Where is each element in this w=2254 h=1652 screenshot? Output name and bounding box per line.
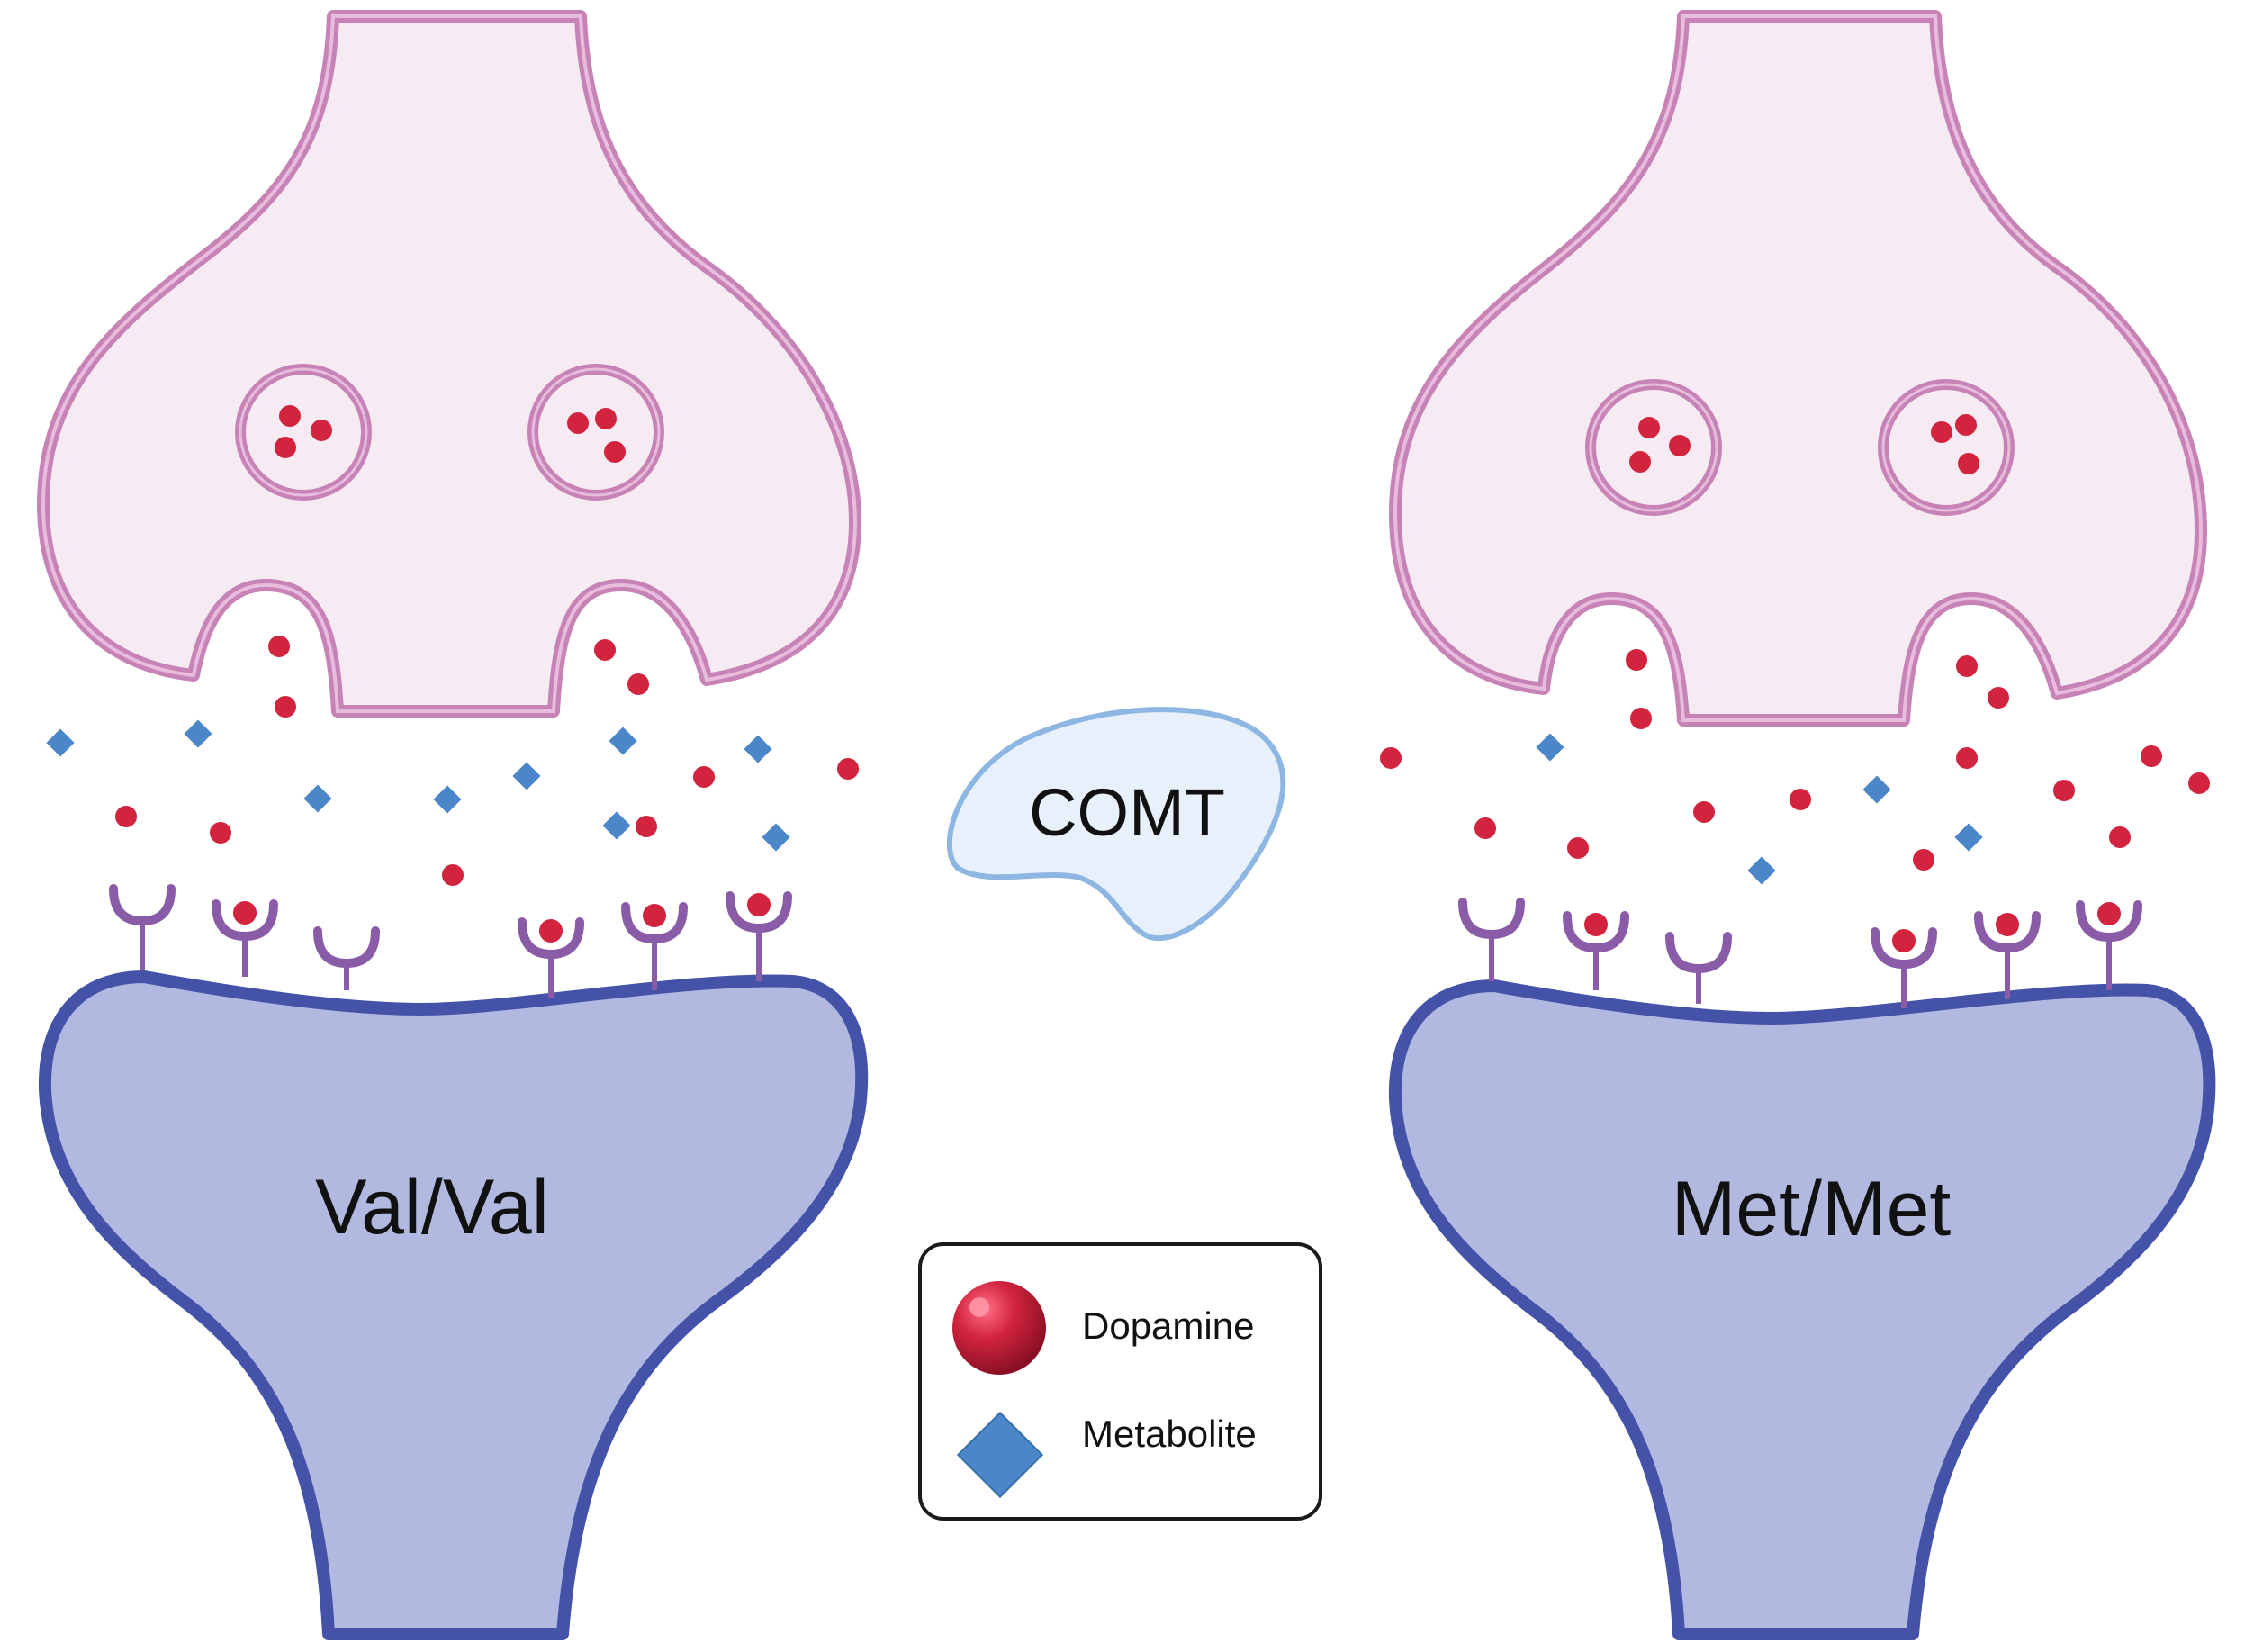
- bound-dopamine: [1892, 929, 1916, 952]
- dopamine-receptor: [1871, 927, 1937, 1008]
- comt-enzyme-shape: [946, 707, 1286, 942]
- left-vesicle-2: [527, 364, 664, 501]
- metabolite-molecule: [602, 811, 631, 840]
- dopamine-molecule: [2188, 772, 2210, 794]
- dopamine-molecule: [2109, 826, 2131, 848]
- bound-dopamine: [1584, 913, 1608, 936]
- dopamine-molecule: [1931, 421, 1952, 443]
- left-genotype-label: Val/Val: [315, 1164, 549, 1250]
- right-postsynaptic-terminal: [1388, 979, 2216, 1640]
- metabolite-molecule: [512, 762, 541, 790]
- bound-dopamine: [233, 901, 257, 925]
- dopamine-molecule: [1567, 837, 1589, 859]
- dopamine-molecule: [2053, 780, 2075, 801]
- bound-dopamine: [1996, 913, 2019, 936]
- dopamine-receptor: [621, 902, 688, 990]
- dopamine-molecule: [115, 806, 137, 827]
- dopamine-molecule: [1913, 849, 1934, 871]
- dopamine-molecule: [1474, 817, 1496, 839]
- dopamine-receptor: [2076, 900, 2142, 990]
- bound-dopamine: [643, 904, 666, 927]
- dopamine-molecule: [1790, 789, 1811, 810]
- metabolite-molecule: [762, 823, 790, 852]
- dopamine-receptor: [1563, 911, 1629, 990]
- metabolite-molecule: [744, 735, 772, 763]
- dopamine-molecule: [1626, 649, 1647, 671]
- dopamine-receptor: [1974, 911, 2041, 999]
- left-synapse: Val/Val: [37, 10, 869, 1640]
- dopamine-molecule: [627, 673, 649, 695]
- right-vesicle-1: [1585, 379, 1722, 516]
- comt-enzyme: COMT: [946, 707, 1286, 942]
- legend-metabolite-label: Metabolite: [1082, 1413, 1257, 1455]
- metabolite-molecule: [303, 784, 332, 813]
- bound-dopamine: [747, 893, 771, 916]
- dopamine-molecule: [1629, 451, 1651, 473]
- left-postsynaptic-terminal: [38, 970, 869, 1640]
- dopamine-molecule: [636, 816, 657, 837]
- dopamine-receptor: [109, 884, 176, 970]
- metabolite-molecule: [1862, 775, 1891, 804]
- comt-label: COMT: [1029, 775, 1225, 850]
- legend: Dopamine Metabolite: [918, 1242, 1322, 1521]
- dopamine-molecule: [1988, 687, 2009, 709]
- dopamine-receptor: [518, 917, 584, 998]
- dopamine-receptor: [1458, 898, 1525, 981]
- right-genotype-label: Met/Met: [1672, 1166, 1952, 1252]
- dopamine-molecule: [594, 639, 616, 661]
- right-presynaptic-terminal: [1389, 10, 2207, 727]
- metabolite-molecule: [184, 719, 212, 748]
- dopamine-molecule: [604, 441, 626, 463]
- dopamine-molecule: [1958, 453, 1979, 474]
- dopamine-receptor: [313, 926, 380, 990]
- legend-dopamine-label: Dopamine: [1082, 1304, 1254, 1347]
- dopamine-molecule: [1638, 417, 1660, 438]
- dopamine-receptor: [212, 899, 278, 977]
- metabolite-molecule: [609, 727, 637, 755]
- dopamine-molecule: [268, 636, 290, 657]
- dopamine-molecule: [275, 437, 296, 458]
- dopamine-receptor: [1665, 932, 1732, 1004]
- metabolite-molecule: [46, 728, 75, 757]
- dopamine-molecule: [1956, 747, 1978, 769]
- metabolite-molecule: [433, 785, 462, 814]
- dopamine-molecule: [1669, 435, 1690, 456]
- right-synapse: Met/Met: [1388, 10, 2216, 1640]
- dopamine-receptor: [726, 891, 792, 981]
- left-vesicle-1: [235, 364, 372, 501]
- dopamine-molecule: [595, 408, 617, 429]
- dopamine-molecule: [2141, 745, 2162, 767]
- receptors: [109, 884, 2142, 1008]
- metabolite-molecule: [1536, 733, 1564, 762]
- metabolite-molecule: [1954, 823, 1983, 852]
- dopamine-molecule: [567, 412, 589, 434]
- dopamine-molecule: [275, 696, 296, 718]
- dopamine-molecule: [693, 766, 715, 788]
- metabolite-diamond-icon: [956, 1411, 1044, 1499]
- dopamine-molecule: [442, 864, 464, 886]
- dopamine-molecule: [210, 822, 231, 844]
- dopamine-sphere-icon: [952, 1281, 1046, 1375]
- bound-dopamine: [539, 919, 563, 943]
- dopamine-molecule: [1955, 414, 1977, 436]
- dopamine-molecule: [1630, 708, 1652, 729]
- dopamine-molecule: [1956, 655, 1978, 677]
- dopamine-molecule: [1380, 747, 1402, 769]
- left-presynaptic-terminal: [37, 10, 861, 718]
- metabolite-molecule: [1747, 856, 1776, 885]
- right-vesicle-2: [1878, 379, 2015, 516]
- dopamine-molecule: [279, 405, 301, 427]
- bound-dopamine: [2097, 902, 2121, 925]
- dopamine-molecule: [837, 758, 859, 780]
- dopamine-molecule: [1693, 801, 1715, 823]
- dopamine-molecule: [311, 420, 332, 441]
